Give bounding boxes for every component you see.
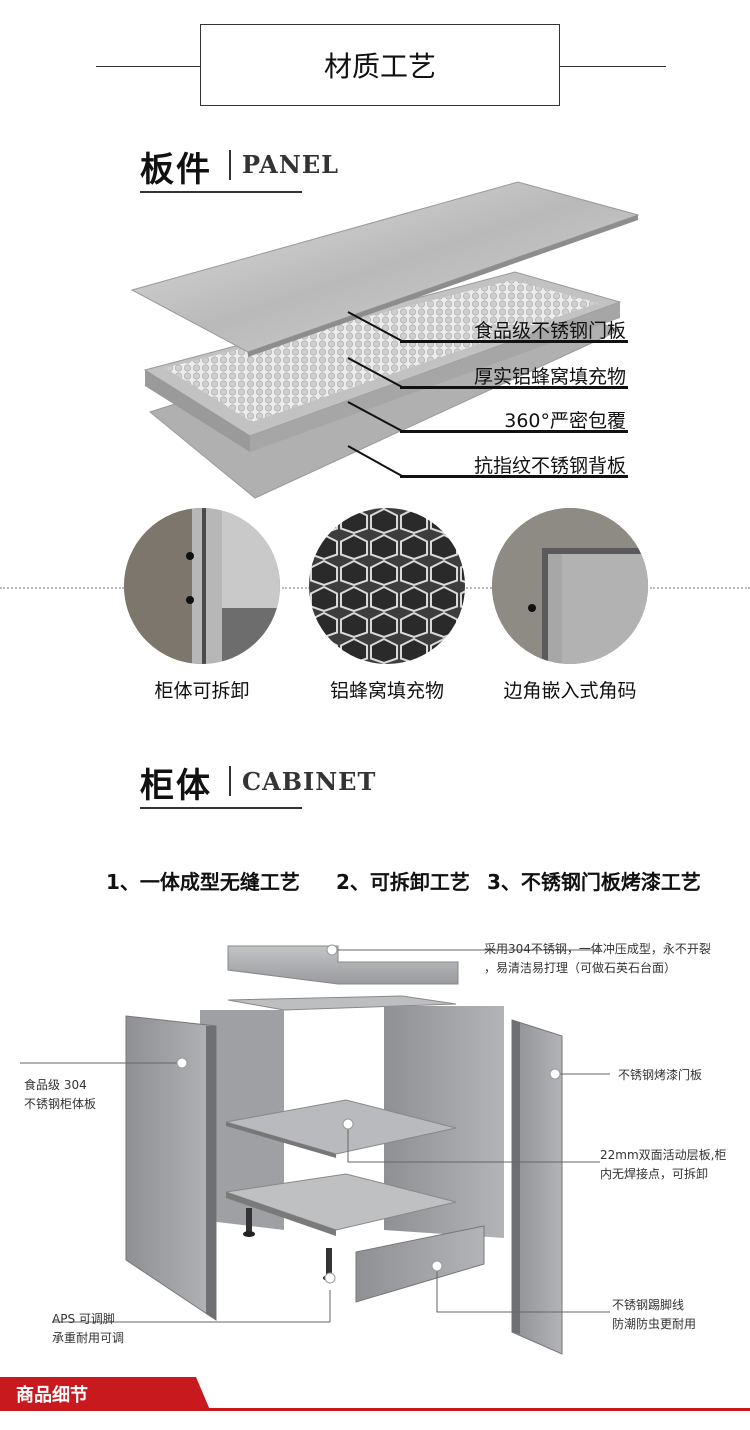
header-rule-right [558, 66, 666, 67]
shelf-edge [226, 1122, 336, 1158]
detail-label-3: 边角嵌入式角码 [503, 680, 637, 702]
detail-label-1: 柜体可拆卸 [154, 680, 250, 702]
dotted-divider-left [0, 587, 124, 589]
layer-label-4: 抗指纹不锈钢背板 [473, 455, 626, 477]
detail-label-2: 铝蜂窝填充物 [329, 680, 444, 702]
anno-line-feet [52, 1290, 331, 1323]
panel-title-cn: 板件 [140, 150, 212, 190]
layer-label-3: 360°严密包覆 [504, 410, 626, 432]
panel-title-en: PANEL [242, 150, 340, 179]
feature-2: 2、可拆卸工艺 [336, 870, 470, 894]
honeycomb-core [165, 280, 598, 422]
kick-plate [355, 1225, 485, 1303]
shelf [225, 1099, 457, 1155]
callout-line-4 [400, 475, 628, 478]
carcass-bottom-edge [226, 1192, 336, 1236]
layer-label-1: 食品级不锈钢门板 [473, 320, 626, 342]
foot-1-base [243, 1231, 255, 1237]
page-title: 材质工艺 [200, 24, 560, 106]
back-panel-right [384, 1006, 504, 1238]
honeycomb-frame-edge [145, 370, 250, 452]
cabinet-title-divider [229, 766, 231, 796]
layer-label-2: 厚实铝蜂窝填充物 [473, 366, 626, 388]
anno-kick-plate: 不锈钢踢脚线 防潮防虫更耐用 [612, 1298, 697, 1331]
cabinet-title-en: CABINET [242, 767, 377, 796]
pin-shelf [342, 1118, 354, 1130]
panel-layers-illustration [130, 181, 640, 499]
anno-feet: APS 可调脚 承重耐用可调 [52, 1312, 125, 1345]
honeycomb-closeup [309, 508, 465, 664]
dotted-divider-mid2 [466, 587, 492, 589]
dotted-divider-right [650, 587, 750, 589]
anno-countertop: 采用304不锈钢，一体冲压成型，永不开裂 ，易清洁易打理（可做石英石台面） [484, 942, 711, 975]
pin-countertop [326, 944, 338, 956]
callout-line-2 [400, 386, 628, 389]
callout-diagonals [347, 311, 403, 477]
anno-door: 不锈钢烤漆门板 [618, 1068, 703, 1082]
detachable-cabinet-closeup [124, 508, 280, 664]
cabinet-title-cn: 柜体 [140, 766, 212, 806]
pin-side-panel [176, 1057, 188, 1069]
panel-title-underline [140, 191, 302, 193]
top-plate-edge [248, 215, 638, 357]
anno-shelf: 22mm双面活动层板,柜 内无焊接点，可拆卸 [600, 1148, 727, 1181]
honeycomb-frame-side [250, 302, 620, 452]
footer-tab [0, 1377, 210, 1410]
anno-side-panel: 食品级 304 不锈钢柜体板 [24, 1078, 97, 1111]
cabinet-exploded-illustration [20, 944, 610, 1355]
callout-line-3 [400, 430, 628, 433]
left-side-panel [125, 1015, 217, 1321]
countertop [227, 945, 459, 985]
cabinet-title-underline [140, 807, 302, 809]
left-side-panel-edge [206, 1026, 216, 1320]
feature-3: 3、不锈钢门板烤漆工艺 [487, 870, 701, 894]
door-panel-edge [512, 1020, 520, 1334]
anno-line-shelf [347, 1124, 600, 1163]
footer-label: 商品细节 [16, 1385, 88, 1406]
corner-bracket-closeup [492, 508, 648, 664]
feature-1: 1、一体成型无缝工艺 [106, 870, 300, 894]
anno-line-kick [436, 1270, 610, 1313]
pin-door [549, 1068, 561, 1080]
foot-1 [246, 1208, 252, 1234]
pin-foot [324, 1272, 336, 1284]
panel-title-divider [229, 150, 231, 180]
footer-rule [0, 1408, 750, 1411]
foot-2 [326, 1248, 332, 1278]
dotted-divider-mid1 [282, 587, 310, 589]
pin-kick-plate [431, 1260, 443, 1272]
carcass-top [227, 995, 457, 1011]
callout-line-1 [400, 340, 628, 343]
header-rule-left [96, 66, 200, 67]
